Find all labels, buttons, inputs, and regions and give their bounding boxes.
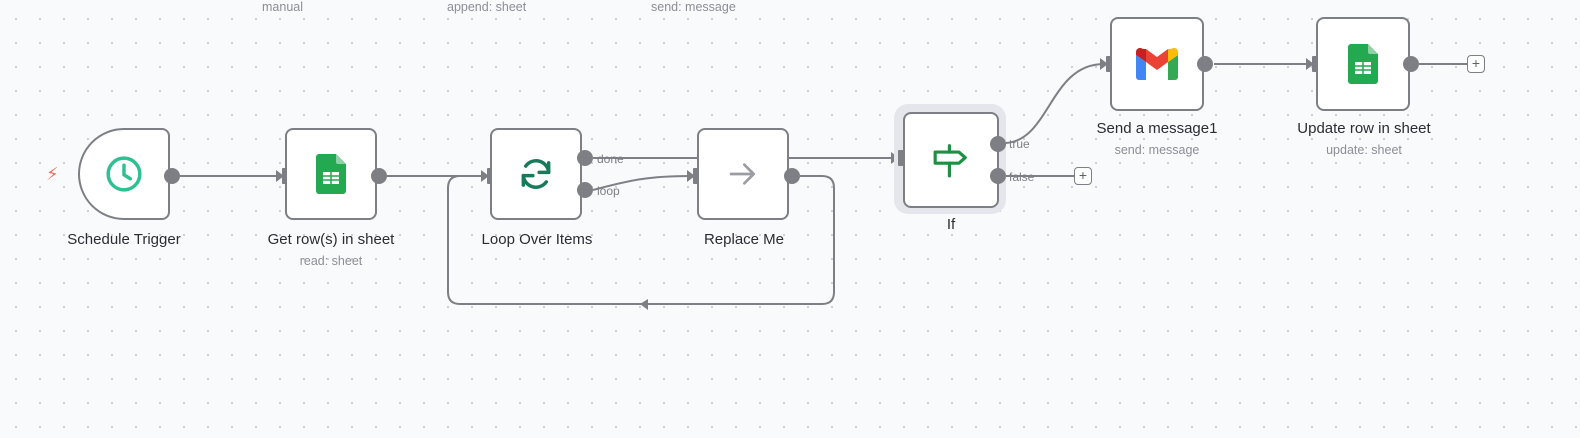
clock-icon [106, 156, 142, 192]
node-label: Schedule Trigger [67, 231, 181, 248]
trigger-bolt-icon: ⚡ [46, 164, 59, 184]
node-send-message[interactable] [1110, 17, 1204, 111]
google-sheets-icon [316, 154, 346, 194]
output-handle-true[interactable] [990, 136, 1006, 152]
node-sublabel: update: sheet [1326, 143, 1402, 157]
node-sublabel: send: message [1114, 143, 1200, 157]
output-handle-loop[interactable] [577, 182, 593, 198]
node-loop-over-items[interactable] [490, 128, 582, 220]
node-update-row[interactable] [1316, 17, 1410, 111]
refresh-icon [521, 159, 551, 189]
offscreen-node-sublabel: manual [262, 0, 303, 14]
node-label: Loop Over Items [481, 231, 593, 248]
gmail-icon [1136, 48, 1178, 80]
node-label: Get row(s) in sheet [267, 231, 395, 248]
output-handle[interactable] [1403, 56, 1419, 72]
node-sublabel: read: sheet [299, 254, 363, 268]
arrow-right-icon [729, 163, 755, 185]
port-label-false: false [1009, 170, 1035, 184]
node-replace-me[interactable] [697, 128, 789, 220]
output-handle[interactable] [164, 168, 180, 184]
google-sheets-icon [1348, 44, 1378, 84]
node-label: Send a message1 [1096, 120, 1218, 137]
add-node-button[interactable]: + [1467, 55, 1485, 73]
edge-true-to-send [1005, 63, 1105, 144]
node-get-rows[interactable] [285, 128, 377, 220]
output-handle-done[interactable] [577, 150, 593, 166]
offscreen-node-sublabel: append: sheet [447, 0, 527, 14]
input-handle[interactable] [898, 150, 906, 166]
node-label: If [946, 216, 956, 233]
offscreen-node-sublabel: send: message [651, 0, 736, 14]
port-label-loop: loop [597, 184, 620, 198]
node-label: Replace Me [703, 231, 785, 248]
arrow-head [481, 170, 489, 182]
signpost-icon [933, 144, 967, 178]
output-handle[interactable] [784, 168, 800, 184]
node-schedule-trigger[interactable] [78, 128, 170, 220]
node-label: Update row in sheet [1297, 120, 1431, 137]
arrow-head-back [640, 299, 648, 310]
arrow-head [1100, 58, 1108, 70]
edge-loop-to-replace [592, 175, 691, 191]
port-label-true: true [1009, 137, 1030, 151]
arrow-head [1306, 58, 1314, 70]
add-node-button[interactable]: + [1074, 167, 1092, 185]
arrow-head [687, 170, 695, 182]
output-handle[interactable] [371, 168, 387, 184]
port-label-done: done [597, 152, 624, 166]
output-handle-false[interactable] [990, 168, 1006, 184]
arrow-head [276, 170, 284, 182]
output-handle[interactable] [1197, 56, 1213, 72]
node-if[interactable] [903, 112, 999, 208]
